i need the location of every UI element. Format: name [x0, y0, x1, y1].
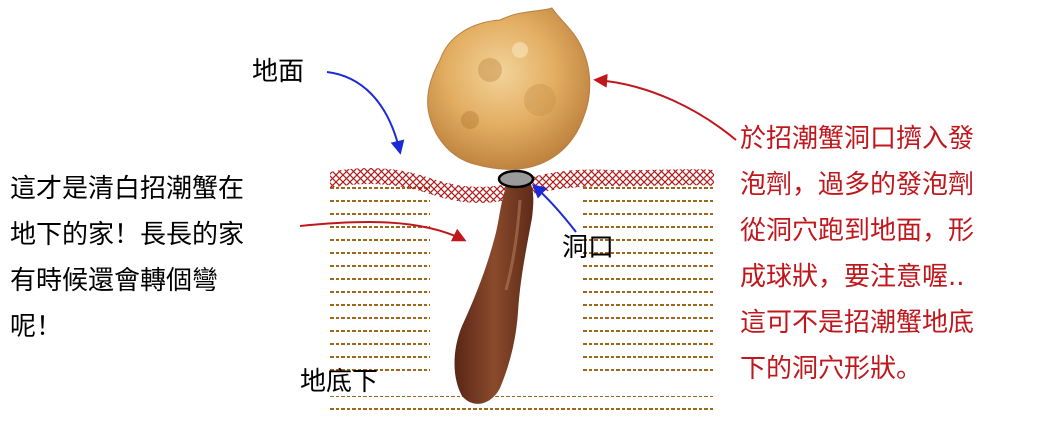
underground-label: 地底下: [300, 364, 378, 400]
right-note-line: 這可不是招潮蟹地底: [740, 300, 974, 346]
foam-arrow: [596, 80, 736, 140]
soil-left: [330, 178, 430, 374]
soil-right: [582, 178, 714, 374]
left-note-line: 有時候還會轉個彎: [10, 258, 244, 304]
left-note-line: 呢！: [10, 304, 244, 350]
hole-arrow: [534, 186, 576, 232]
ground-arrow: [327, 72, 400, 152]
right-note-line: 泡劑，過多的發泡劑: [740, 162, 974, 208]
foam-ball: [428, 8, 590, 169]
right-note-line: 下的洞穴形狀。: [740, 346, 974, 392]
ground-label: 地面: [252, 54, 304, 90]
burrow-cast: [455, 182, 534, 404]
right-note: 於招潮蟹洞口擠入發 泡劑，過多的發泡劑 從洞穴跑到地面，形 成球狀，要注意喔..…: [740, 116, 974, 392]
right-note-line: 於招潮蟹洞口擠入發: [740, 116, 974, 162]
hole-marker: [499, 171, 533, 187]
right-note-line: 從洞穴跑到地面，形: [740, 208, 974, 254]
hole-label: 洞口: [562, 230, 614, 266]
left-note-line: 地下的家！長長的家: [10, 212, 244, 258]
right-note-line: 成球狀，要注意喔..: [740, 254, 974, 300]
soil-bottom: [330, 396, 714, 414]
left-note: 這才是清白招潮蟹在 地下的家！長長的家 有時候還會轉個彎 呢！: [10, 166, 244, 350]
left-note-line: 這才是清白招潮蟹在: [10, 166, 244, 212]
